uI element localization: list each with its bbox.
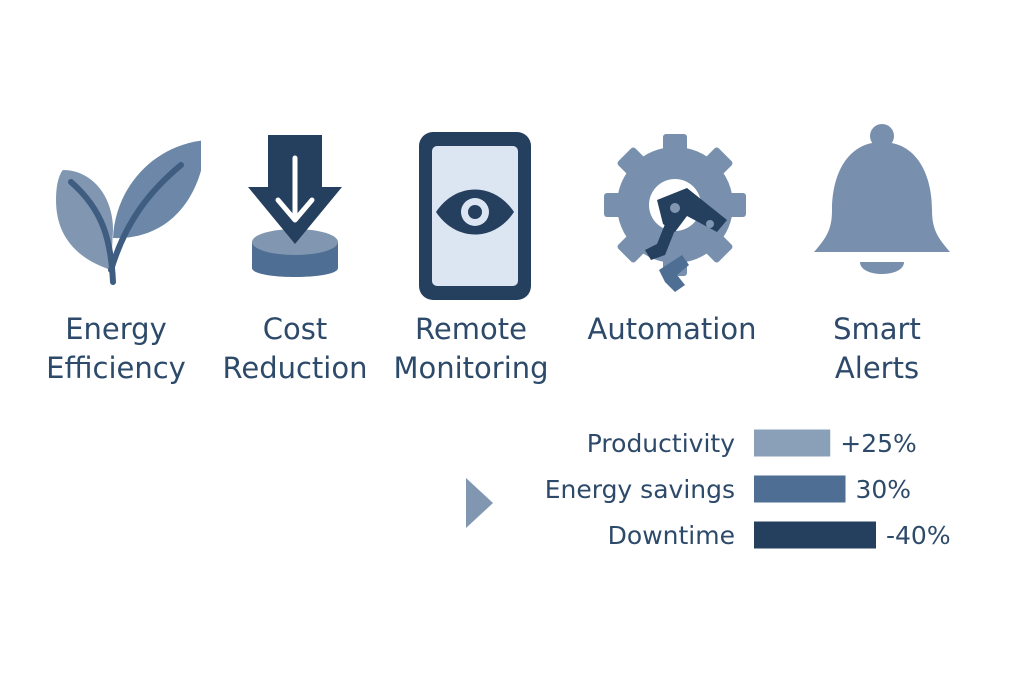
gear-robot-arm-icon (604, 134, 746, 292)
feature-remote-monitoring: Remote Monitoring (381, 120, 561, 388)
metric-label: Productivity (587, 429, 735, 458)
metric-bar (754, 475, 846, 503)
feature-label: Energy Efficiency (46, 312, 186, 385)
feature-label: Remote Monitoring (393, 312, 549, 385)
feature-automation: Automation (582, 120, 762, 349)
tablet-eye-icon (419, 132, 531, 300)
metric-bar (754, 429, 831, 457)
play-arrow-icon (466, 478, 493, 528)
metric-label: Energy savings (545, 475, 735, 504)
feature-label: Automation (587, 312, 757, 346)
metric-value-label: -40% (886, 521, 951, 550)
feature-smart-alerts: Smart Alerts (787, 120, 967, 388)
metric-label: Downtime (608, 521, 735, 550)
leaf-icon (56, 140, 201, 285)
bell-icon (814, 124, 950, 274)
metric-value-label: 30% (856, 475, 912, 504)
metric-bar (754, 521, 876, 549)
feature-label: Smart Alerts (833, 312, 921, 385)
feature-cost-reduction: Cost Reduction (205, 120, 385, 388)
cost-down-icon (248, 135, 342, 277)
metric-value-label: +25% (840, 429, 917, 458)
feature-energy-efficiency: Energy Efficiency (26, 120, 206, 388)
feature-label: Cost Reduction (222, 312, 368, 385)
